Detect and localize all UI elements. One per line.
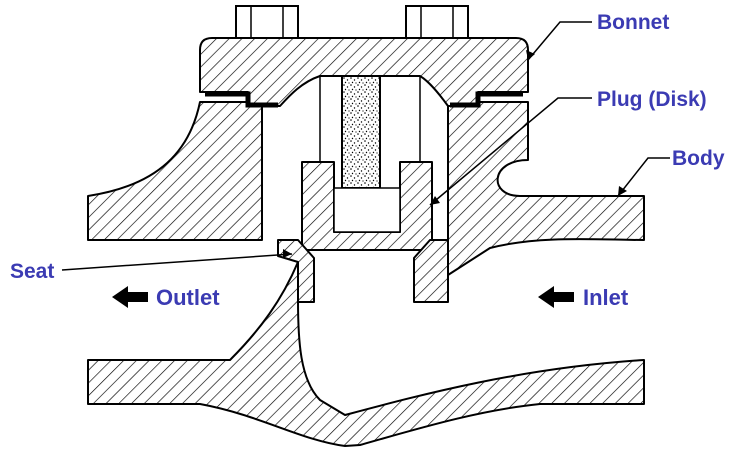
inlet-arrow-icon <box>538 286 574 308</box>
body-upper-left-wall <box>87 101 263 241</box>
gasket-left <box>205 91 278 108</box>
bolt-left <box>235 5 299 39</box>
body-upper-right-wall <box>447 101 645 276</box>
gasket-right <box>450 91 523 108</box>
label-inlet: Inlet <box>583 285 629 310</box>
bolt-right <box>405 5 469 39</box>
leader-lines <box>61 21 670 271</box>
label-outlet: Outlet <box>156 285 220 310</box>
plug-inner-cavity <box>333 187 401 233</box>
label-plug-disk: Plug (Disk) <box>597 88 707 111</box>
label-bonnet: Bonnet <box>597 11 669 34</box>
label-seat: Seat <box>10 260 54 283</box>
seat-right <box>413 239 449 303</box>
bonnet <box>199 37 529 107</box>
outlet-arrow-icon <box>112 286 148 308</box>
spring-insert <box>341 75 381 189</box>
label-body: Body <box>672 147 725 170</box>
